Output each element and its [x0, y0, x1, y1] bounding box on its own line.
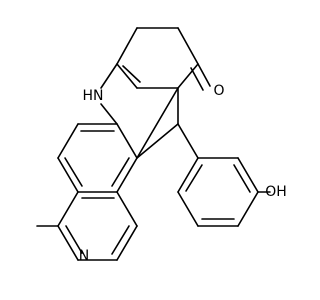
structure-canvas: HN O OH N [36, 27, 287, 264]
bond [185, 164, 203, 192]
bond [100, 103, 118, 125]
bond [136, 123, 179, 159]
nh-label: HN [83, 88, 104, 104]
hydroxyl-label: OH [265, 184, 287, 200]
bond [177, 123, 199, 159]
bond [237, 157, 259, 193]
bond [116, 63, 138, 89]
bond [64, 157, 83, 187]
bond [111, 225, 130, 255]
carbonyl-oxygen-label: O [213, 83, 224, 99]
bond [122, 65, 141, 83]
bond [57, 123, 79, 159]
bond-lines [36, 27, 271, 261]
bond [57, 157, 79, 193]
bond [65, 225, 83, 254]
bond [116, 27, 138, 65]
bond [116, 123, 138, 159]
bond [190, 67, 204, 91]
bond [233, 164, 251, 193]
bond [177, 27, 199, 65]
bond [100, 63, 118, 89]
bond [177, 191, 199, 227]
bond [116, 225, 138, 261]
bond [197, 63, 211, 87]
bond [57, 191, 79, 227]
bond [136, 87, 179, 159]
bond [177, 63, 199, 89]
bond [177, 157, 199, 193]
bond [237, 191, 259, 227]
bond [111, 157, 130, 187]
pyridine-nitrogen-label: N [79, 248, 89, 264]
atom-labels: HN O OH N [79, 83, 287, 264]
bond [116, 191, 138, 227]
bond [57, 225, 79, 261]
chemical-structure: HN O OH N [36, 27, 287, 264]
bond [116, 157, 138, 193]
